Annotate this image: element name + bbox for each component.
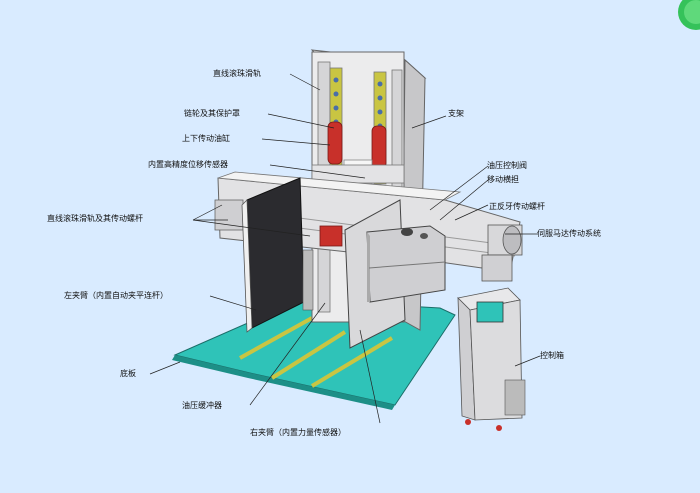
- label-control-box: 控制箱: [540, 351, 564, 360]
- lift-cylinder-left: [327, 121, 343, 165]
- label-servo-motor-drive: 伺服马达传动系统: [537, 229, 601, 238]
- right-arm: [344, 199, 446, 349]
- label-lift-cylinder: 上下传动油缸: [182, 134, 230, 143]
- label-forward-reverse-screw: 正反牙传动螺杆: [489, 202, 545, 211]
- label-moving-beam: 移动横担: [487, 175, 519, 184]
- lift-cylinder-right: [371, 125, 387, 169]
- leader-lines: [149, 73, 541, 424]
- label-right-arm: 右夹臂（内置力量传感器）: [250, 428, 346, 437]
- hydraulic-valve-block: [319, 225, 343, 247]
- control-box: [457, 287, 526, 431]
- label-hydraulic-valve: 油压控制阀: [487, 161, 527, 170]
- label-linear-guide-screw: 直线滚珠滑轨及其传动螺杆: [47, 214, 143, 223]
- label-base-plate: 底板: [120, 369, 136, 378]
- label-support-frame: 支架: [448, 109, 464, 118]
- label-sprocket-cover: 链轮及其保护罩: [184, 109, 240, 118]
- guide-rail-right: [310, 336, 394, 388]
- label-linear-guide: 直线滚珠滑轨: [213, 69, 261, 78]
- left-arm: [241, 177, 314, 333]
- label-displacement-sensor: 内置高精度位移传感器: [148, 160, 228, 169]
- guide-rail-left: [239, 316, 313, 360]
- label-hydraulic-buffer: 油压缓冲器: [182, 401, 222, 410]
- control-screen: [476, 301, 504, 323]
- logo-icon: [678, 0, 700, 30]
- label-left-arm: 左夹臂（内置自动夹平连杆）: [64, 291, 168, 300]
- guide-rail-middle: [270, 330, 347, 380]
